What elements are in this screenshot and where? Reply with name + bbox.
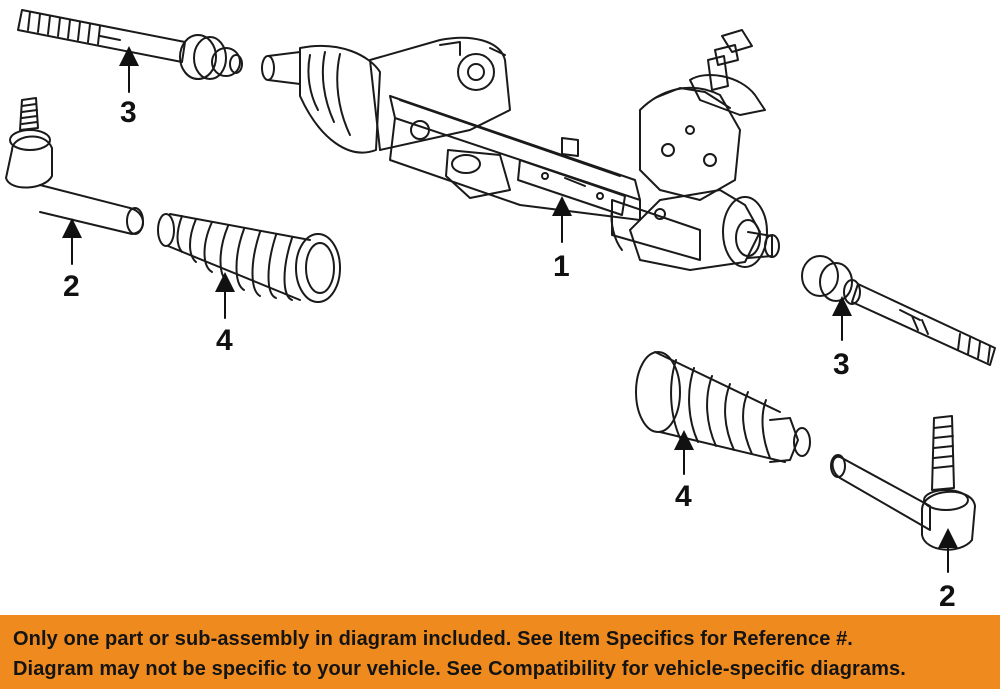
boot-right <box>635 351 811 463</box>
callout-3-right: 3 <box>833 348 850 381</box>
callout-2-left: 2 <box>63 270 80 303</box>
parts-diagram: 3 2 4 1 3 4 2 <box>5 9 996 613</box>
steering-rack-assembly <box>261 29 780 271</box>
callout-2-right: 2 <box>939 580 956 613</box>
notice-banner: Only one part or sub-assembly in diagram… <box>0 615 1000 689</box>
callout-3-left: 3 <box>120 96 137 129</box>
inner-tie-rod-left <box>17 9 243 80</box>
inner-tie-rod-right <box>801 255 996 366</box>
callout-4-left: 4 <box>216 324 233 357</box>
callout-4-right: 4 <box>675 480 692 513</box>
notice-line-2: Diagram may not be specific to your vehi… <box>13 658 906 680</box>
boot-left <box>157 213 341 303</box>
callout-arrows <box>62 46 958 573</box>
notice-line-1: Only one part or sub-assembly in diagram… <box>13 628 853 650</box>
tie-rod-end-left <box>5 97 144 235</box>
callout-1: 1 <box>553 250 570 283</box>
tie-rod-end-right <box>830 415 976 551</box>
